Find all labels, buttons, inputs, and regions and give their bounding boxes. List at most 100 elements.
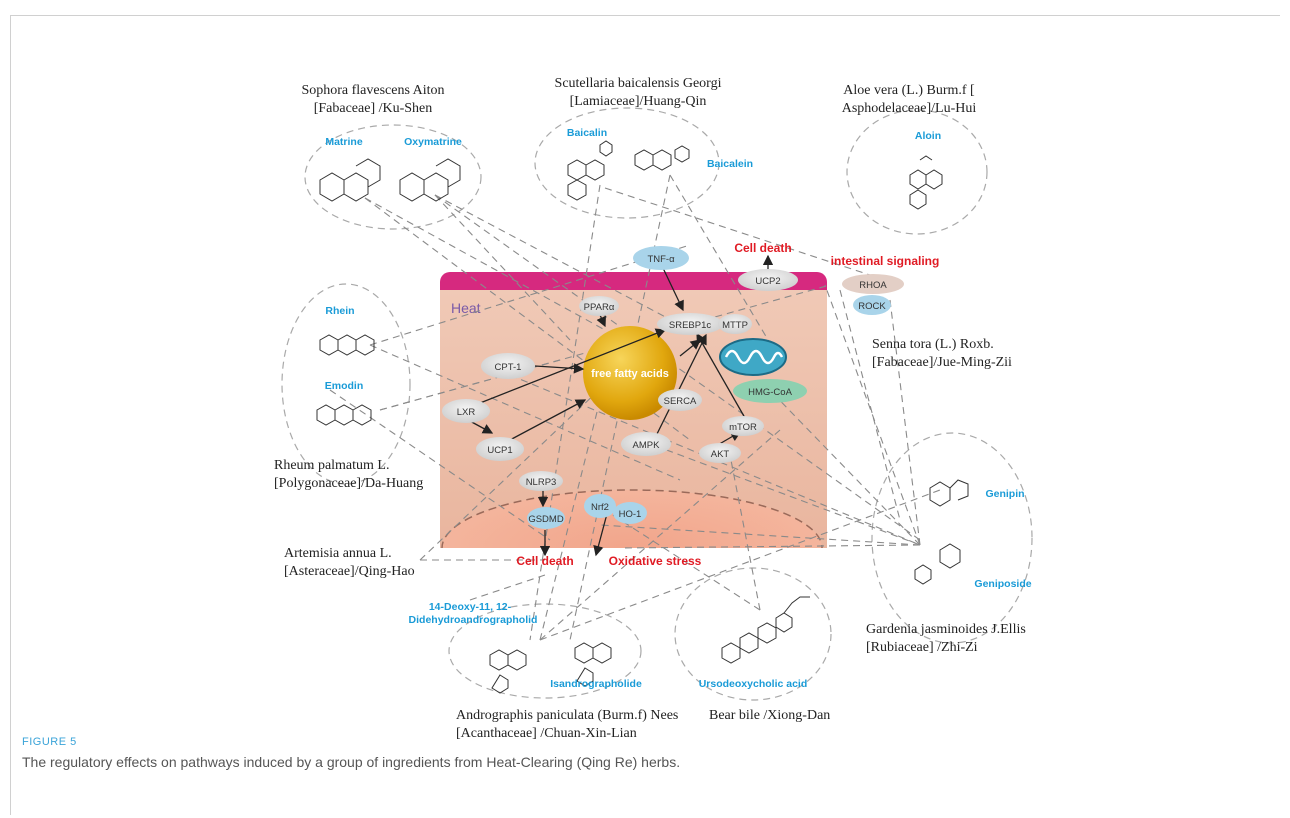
lxr-node [442,399,490,423]
gsdmd-node [527,507,565,529]
figure-label: FIGURE 5 [22,736,77,748]
isandro-structure [574,642,612,687]
arrow-ucp1-ffa [507,399,587,442]
senna-line1: Senna tora (L.) Roxb. [872,337,994,352]
arrow-cpt1-ffa [534,363,585,374]
sophora-circle [304,124,482,230]
ampk-node [621,432,671,456]
baicalin-label: Baicalin [567,127,607,139]
rhoa-label: RHOA [859,280,887,291]
baicalein-structure [634,145,690,171]
genipin-label: Genipin [985,488,1024,500]
isandro-label: Isandrographolide [550,678,642,690]
ucp2-label: UCP2 [755,276,780,287]
scutellaria-line2: [Lamiaceae]/Huang-Qin [570,94,707,109]
rock-label: ROCK [858,301,886,312]
link [759,379,921,546]
deoxy-label-line2: Didehydroandrographolid [409,614,538,626]
link [599,524,921,546]
rheum-line2: [Polygonaceae]/Da-Huang [274,476,423,491]
cpt1-node [481,353,535,379]
mttp-node [718,314,752,334]
nlrp3-node [519,471,563,491]
ppar-label: PPARα [584,302,615,313]
andrographis-circle [448,603,642,699]
scutellaria-line1: Scutellaria baicalensis Georgi [555,76,722,91]
senna-line2: [Fabaceae]/Jue-Ming-Zii [872,355,1012,370]
link [469,574,546,601]
link [419,369,621,561]
serca-label: SERCA [664,396,697,407]
arrow-tnf-srebp [662,267,684,312]
ucp2-node [738,269,798,291]
link [729,454,761,611]
aloe-line1: Aloe vera (L.) Burm.f [ [843,83,975,98]
arrow-lxr-srebp [474,328,667,406]
link [539,399,601,641]
andrographis-line1: Andrographis paniculata (Burm.f) Nees [456,708,678,723]
matrine-label: Matrine [325,136,363,148]
sophora-line2: [Fabaceae] /Ku-Shen [314,101,433,116]
rhein-structure [319,334,375,356]
link [434,194,691,331]
link [369,344,681,481]
mtor-node [722,416,764,436]
gardenia-line1: Gardenia jasminoides J.Ellis [866,622,1026,637]
aloin-structure [909,155,943,210]
link [604,509,761,611]
link [839,289,901,521]
rhoa-node [842,274,904,294]
mitochondrion-body [719,338,787,376]
oxidative-stress: Oxidative stress [609,554,702,568]
ampk-label: AMPK [633,440,661,451]
ffa-label: free fatty acids [591,368,669,380]
ho1-node [613,502,647,524]
herb-labels: Sophora flavescens Aiton [Fabaceae] /Ku-… [274,76,1026,741]
baicalin-structure [567,140,613,201]
cell-death-bottom: Cell death [516,554,573,568]
aloe-circle [846,109,988,235]
hmgcoa-node [733,379,807,403]
nlrp3-label: NLRP3 [526,477,557,488]
herb-circles [281,107,1033,701]
link [364,197,606,331]
link [639,439,921,546]
molecule-sketches [316,140,969,694]
tnf-label: TNF-α [647,254,675,265]
arrow-nrf2-death [593,509,609,557]
connection-lines [329,174,941,641]
deoxy-label-line1: 14-Deoxy-11, 12- [429,601,512,613]
emodin-label: Emodin [325,380,364,392]
link [569,174,671,641]
mtor-label: mTOR [729,422,757,433]
free-fatty-acids-sphere [583,326,677,420]
link [529,184,601,641]
serca-node [658,389,702,411]
mitochondrion [719,338,787,376]
geniposide-structure [914,543,961,585]
scutellaria-circle [534,107,720,219]
arrow-ampk-srebp [654,333,707,439]
compound-labels: Matrine Oxymatrine Baicalin Baicalein Al… [325,127,1032,690]
geniposide-label: Geniposide [974,578,1031,590]
akt-node [699,443,741,463]
nrf2-node [584,494,616,518]
udca-label: Ursodeoxycholic acid [699,678,808,690]
lxr-label: LXR [457,407,476,418]
artemisia-line2: [Asteraceae]/Qing-Hao [284,564,415,579]
arrow-mtor-srebp [696,332,746,419]
bear-bile-circle [674,567,832,701]
gardenia-line2: [Rubiaceae] /Zhi-Zi [866,640,978,655]
heat-label: Heat [451,300,481,316]
rhein-label: Rhein [325,305,354,317]
figure-caption: The regulatory effects on pathways induc… [22,754,681,770]
gsdmd-label: GSDMD [528,514,564,525]
baicalein-label: Baicalein [707,158,753,170]
hmgcoa-label: HMG-CoA [748,387,792,398]
bear-bile-line1: Bear bile /Xiong-Dan [709,708,830,723]
link [889,299,921,546]
aloe-line2: Asphodelaceae]/Lu-Hui [842,101,977,116]
sophora-line1: Sophora flavescens Aiton [301,83,444,98]
